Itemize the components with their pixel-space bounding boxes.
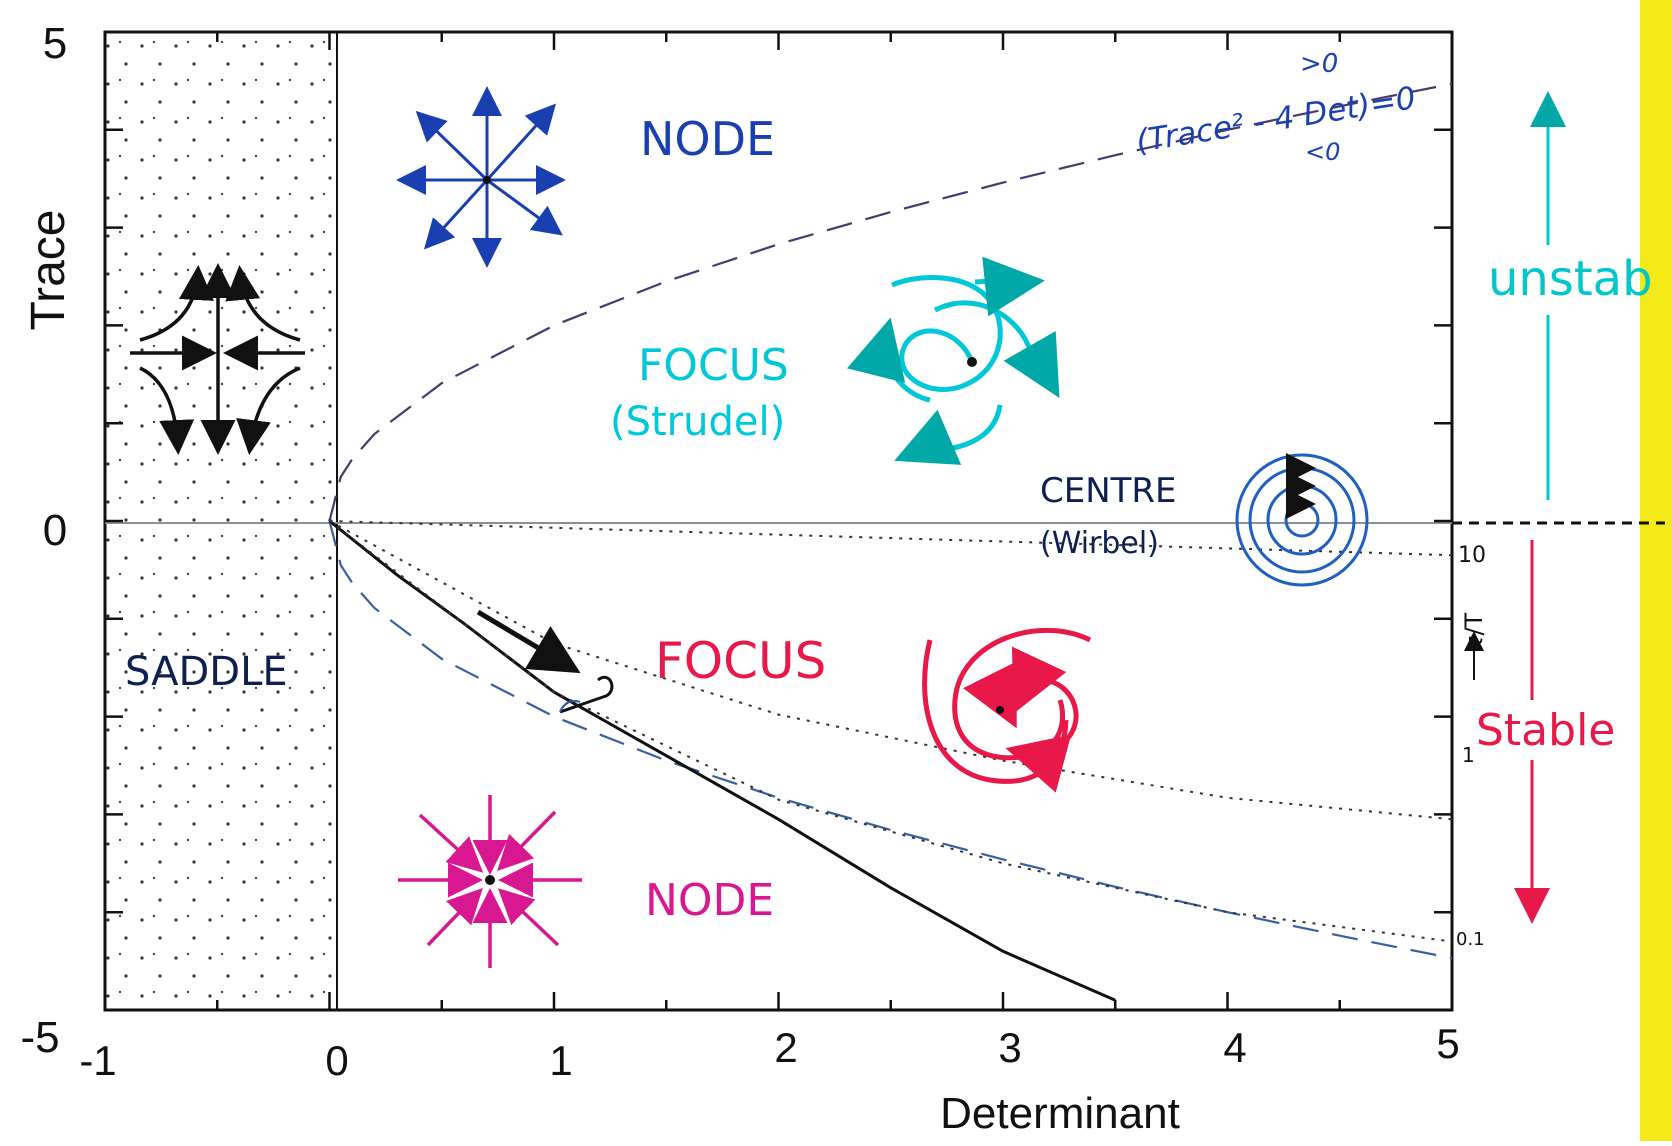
x-tick-label: 3	[998, 1024, 1021, 1071]
tau-1-label: 1	[1462, 743, 1475, 767]
equation-label: (Trace² - 4 Det)=0	[1134, 80, 1418, 160]
equation-gt-label: >0	[1300, 49, 1338, 79]
stable-focus-icon	[922, 627, 1092, 793]
unstable-label-bg	[1488, 245, 1638, 315]
saddle-icon	[130, 263, 305, 455]
x-axis-label: Determinant	[940, 1089, 1180, 1138]
node-top-label: NODE	[640, 112, 775, 166]
unstable-node-icon	[396, 86, 566, 268]
series-line-dotted	[329, 520, 1453, 821]
focus-bottom-label: FOCUS	[655, 632, 826, 690]
node-bottom-label: NODE	[645, 875, 774, 926]
stable-label-bg	[1472, 700, 1622, 760]
x-tick-label: 4	[1223, 1024, 1246, 1071]
y-axis-label: Trace	[22, 210, 75, 331]
series-layer	[328, 82, 1453, 1002]
stable-node-icon	[398, 795, 582, 968]
tau-01-label: 0.1	[1456, 929, 1485, 950]
unstable-label: unstab	[1488, 251, 1653, 307]
tau-10-label: 10	[1458, 543, 1486, 568]
centre-icon	[1235, 453, 1369, 587]
series-line-dashed	[328, 520, 1453, 960]
focus-top-sub-label: (Strudel)	[610, 399, 785, 445]
saddle-label: SADDLE	[125, 649, 288, 695]
y-tick-label: -5	[20, 1013, 59, 1062]
x-tick-label: 5	[1436, 1020, 1459, 1067]
centre-sub-label: (Wirbel)	[1040, 526, 1159, 561]
y-tick-label: 5	[43, 19, 67, 68]
x-tick-label: 2	[774, 1024, 797, 1071]
saddle-region	[105, 32, 337, 1010]
equation-lt-label: <0	[1305, 138, 1340, 166]
series-line-dotted	[329, 520, 1453, 557]
x-tick-label: 1	[549, 1037, 572, 1084]
unstable-focus-icon	[846, 256, 1060, 465]
trajectory-arrow	[476, 609, 614, 714]
centre-label: CENTRE	[1040, 471, 1177, 511]
focus-top-label: FOCUS	[638, 340, 789, 391]
series-line-solid	[328, 519, 1116, 1002]
stable-label: Stable	[1476, 705, 1615, 756]
yellow-edge-strip	[1640, 0, 1672, 1141]
series-line-dotted	[328, 520, 1453, 943]
x-tick-label: 0	[325, 1037, 348, 1084]
tick-marks	[103, 30, 1454, 1012]
y-tick-label: 0	[43, 506, 67, 555]
x-tick-label: -1	[79, 1037, 116, 1084]
series-line-dashed	[328, 82, 1453, 522]
